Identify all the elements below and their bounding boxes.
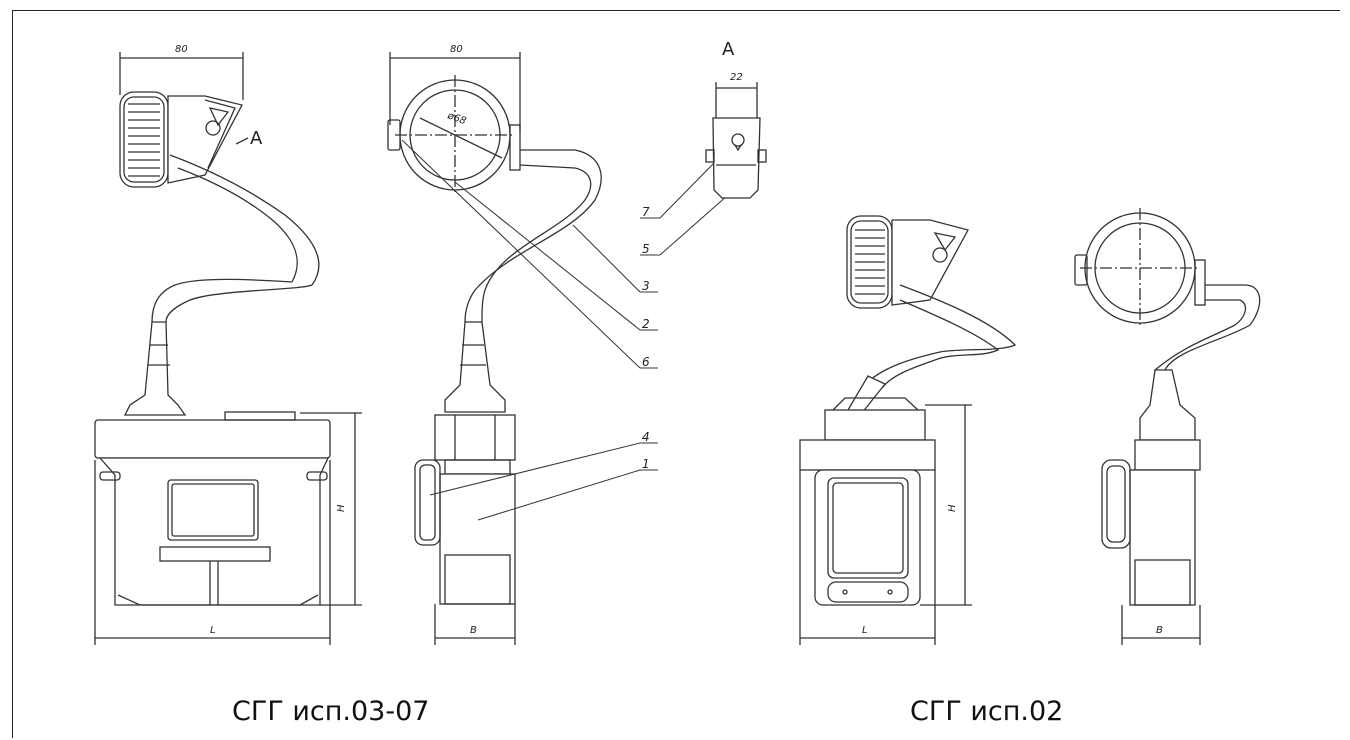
view-a-clip-detail: A 22 xyxy=(705,39,767,199)
caption-left: СГГ исп.03-07 xyxy=(232,696,430,727)
view-a-arrow-label: A xyxy=(250,128,263,149)
dim-head-width-2: 80 xyxy=(450,44,463,55)
callout-7: 7 xyxy=(642,205,650,219)
callout-3: 3 xyxy=(642,279,650,293)
dim-depth-2: B xyxy=(1156,625,1163,636)
dim-height-1: H xyxy=(336,504,347,512)
dim-depth-1: B xyxy=(470,625,477,636)
lamp-body-front-view-3: L H xyxy=(799,375,972,645)
lamp-head-front-view-2: ø68 80 xyxy=(387,44,602,323)
dim-head-width-1: 80 xyxy=(175,44,188,55)
lamp-body-side-view-2: B xyxy=(414,321,516,645)
lamp-body-front-view-1: L H xyxy=(94,321,362,645)
callout-2: 2 xyxy=(642,317,650,331)
callout-1: 1 xyxy=(642,457,650,471)
callout-4: 4 xyxy=(642,430,650,444)
drawing-frame xyxy=(12,10,1340,738)
dim-height-2: H xyxy=(947,504,958,512)
view-a-title: A xyxy=(722,39,735,60)
dim-clip-width: 22 xyxy=(730,72,743,83)
lamp-body-side-view-4: B xyxy=(1101,369,1201,645)
lamp-head-side-view-1: A 80 xyxy=(119,44,320,323)
callout-5: 5 xyxy=(642,242,650,256)
callout-leaders xyxy=(401,139,746,521)
dim-length-2: L xyxy=(862,625,868,636)
lamp-head-side-view-3 xyxy=(846,215,1017,389)
caption-right: СГГ исп.02 xyxy=(910,696,1064,727)
dim-length-1: L xyxy=(210,625,216,636)
lamp-head-front-view-4 xyxy=(1074,208,1261,371)
callout-6: 6 xyxy=(642,355,650,369)
